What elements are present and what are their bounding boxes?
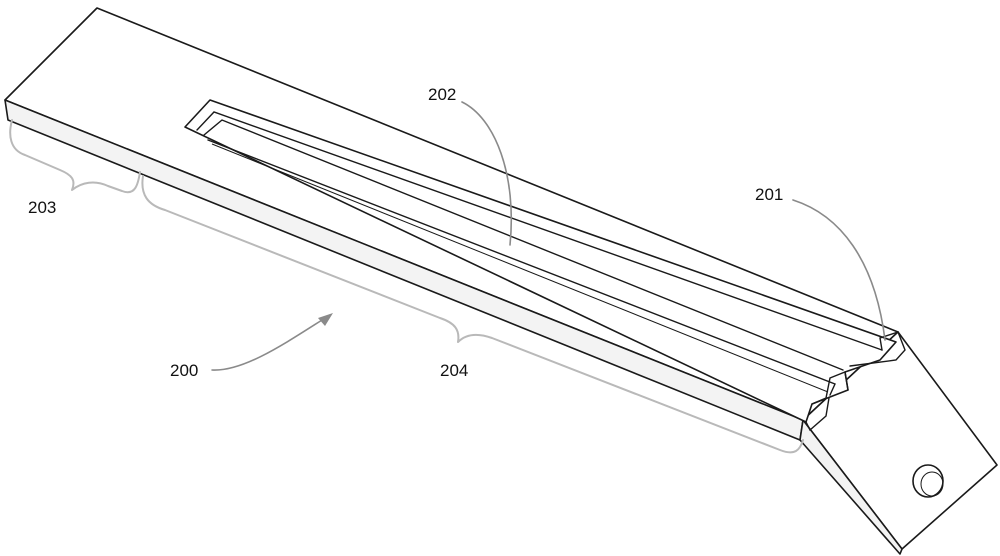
slot-inner-upper-edge <box>196 111 883 351</box>
brace-203 <box>9 119 141 194</box>
label-203: 203 <box>28 198 56 217</box>
leader-201 <box>792 199 886 341</box>
leader-200 <box>211 314 331 371</box>
label-204: 204 <box>440 361 468 380</box>
slot-end-step <box>849 331 906 367</box>
brace-204 <box>141 175 804 454</box>
slot-end-notch <box>805 397 830 432</box>
bent-tab-edge <box>799 419 903 555</box>
slot-floor-shadow <box>211 143 829 393</box>
label-202: 202 <box>428 85 456 104</box>
leader-200-arrowhead <box>318 313 333 326</box>
slot-floor-edge <box>207 139 836 396</box>
slot-lower-step <box>811 371 849 405</box>
label-201: 201 <box>755 185 783 204</box>
slot-inner-lower-edge <box>203 119 844 371</box>
mounting-hole <box>912 464 944 498</box>
label-200: 200 <box>170 361 198 380</box>
leader-202 <box>461 101 513 246</box>
mounting-hole-inner <box>920 471 944 497</box>
